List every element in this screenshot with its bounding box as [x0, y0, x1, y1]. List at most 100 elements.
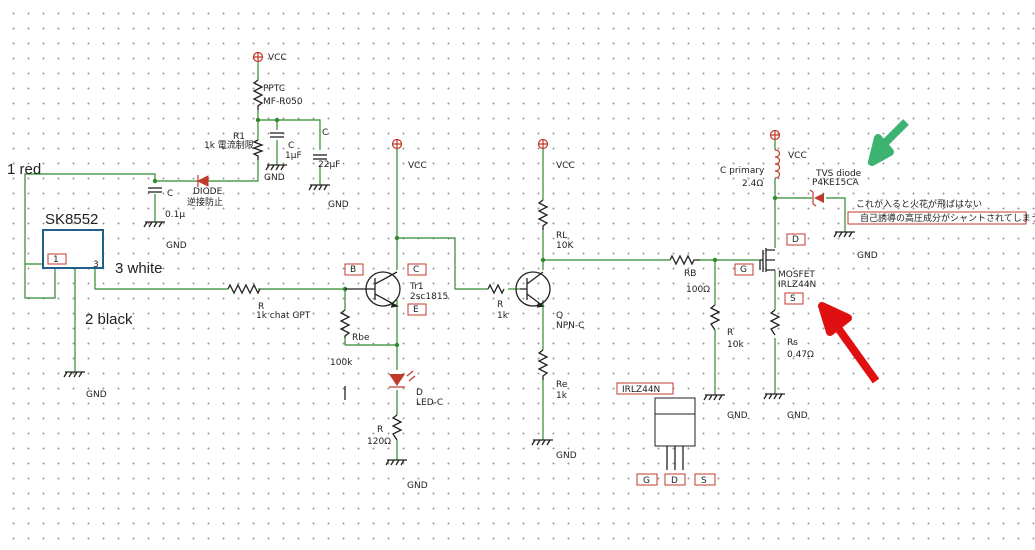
re-resistor: [537, 349, 549, 380]
sk8552-label: SK8552: [45, 211, 98, 228]
coil-label: C primary: [720, 166, 765, 176]
junction-dot: [394, 342, 400, 348]
diode-reverse-protection: [196, 175, 209, 187]
wire-black-label: 2 black: [85, 311, 133, 328]
package-label: IRLZ44N: [622, 385, 660, 395]
note-box: [847, 211, 1027, 225]
vcc-symbols: [252, 51, 781, 150]
pin-c-box: [407, 263, 427, 276]
wire-red-label: 1 red: [7, 161, 41, 178]
tvs-label: TVS diode: [815, 169, 862, 179]
pptc-part-label: MF-R050: [263, 97, 303, 107]
mosfet-irlz44n: [759, 248, 775, 272]
rl-resistor: [537, 199, 549, 230]
junction-dot: [772, 195, 778, 201]
re-label: Re: [556, 380, 568, 390]
tr1-label: Tr1: [409, 282, 424, 292]
labels: VCC PPTC MF-R050 R1 1k 電流制限 C 1μF C 22μF…: [7, 53, 1035, 491]
pin-s-label: S: [790, 294, 796, 304]
vcc-symbol: [391, 138, 403, 150]
q-part: NPN-C: [556, 321, 584, 331]
r1-value: 1k 電流制限: [204, 139, 254, 151]
pin-d-box: [786, 233, 806, 246]
package-pin-d: D: [671, 476, 678, 486]
vcc-label: VCC: [788, 151, 807, 161]
transistor-tr1: [345, 271, 401, 308]
gnd-label: GND: [556, 451, 577, 461]
vcc-symbol: [769, 129, 781, 141]
diode-note: 逆接防止: [187, 196, 223, 208]
r-input-value: 1k chat GPT: [256, 311, 311, 321]
mosfet-label: MOSFET: [778, 270, 815, 280]
pin-g-box: [734, 263, 754, 276]
pptc-label: PPTC: [263, 84, 285, 94]
gnd-label: GND: [264, 173, 285, 183]
rs-value: 0.47Ω: [787, 350, 814, 360]
rb-label: RB: [684, 269, 696, 279]
c2-value: 22μF: [318, 160, 340, 170]
led-resistor: [391, 414, 403, 441]
diode-label: DIODE: [193, 187, 223, 197]
rl-label: RL: [556, 231, 567, 241]
pin-d-label: D: [792, 235, 799, 245]
vcc-label: VCC: [556, 161, 575, 171]
junction-dot: [540, 257, 546, 263]
pin-s-box: [784, 292, 804, 305]
junction-dot: [712, 257, 718, 263]
r10k-label: R: [727, 328, 733, 338]
vcc-symbol: [537, 138, 549, 150]
c2-label: C: [322, 128, 328, 138]
pin-c-label: C: [413, 265, 419, 275]
rs-label: Rs: [787, 338, 798, 348]
r10k-value: 10k: [727, 340, 744, 350]
gnd-label: GND: [787, 411, 808, 421]
c1-value: 1μF: [285, 151, 302, 161]
ignition-coil-primary: [774, 149, 781, 179]
junctions: [152, 117, 778, 348]
rbe-label: Rbe: [352, 333, 370, 343]
c3-value: 0.1μ: [165, 210, 185, 220]
rb-value: 100Ω: [686, 285, 710, 295]
r1-label: R1: [233, 132, 245, 142]
junction-dot: [274, 117, 280, 123]
input-resistor: [227, 283, 261, 295]
r-q-value: 1k: [497, 311, 509, 321]
gnd-label: GND: [86, 390, 107, 400]
c1-label: C: [288, 141, 294, 151]
gnd-symbols: [63, 164, 855, 466]
vcc-label: VCC: [268, 53, 287, 63]
rs-resistor: [769, 309, 781, 336]
capacitor-0-1u: [148, 187, 162, 193]
c3-label: C: [167, 189, 173, 199]
led: [389, 370, 416, 388]
irlz44n-package: [616, 382, 716, 486]
led-label: D: [416, 388, 423, 398]
tr1-part: 2sc1815: [410, 292, 448, 302]
pptc-resistor: [252, 79, 264, 110]
rb-resistor: [669, 254, 700, 266]
rbe-value: 100k: [330, 358, 353, 368]
vcc-symbol: [252, 51, 264, 80]
green-arrow: [868, 119, 909, 166]
r1-resistor: [252, 139, 264, 160]
junction-dot: [394, 235, 400, 241]
pin-g-label: G: [740, 265, 747, 275]
vcc-label: VCC: [408, 161, 427, 171]
pin-1-label: 1: [53, 255, 59, 265]
re-value: 1k: [556, 391, 568, 401]
pin-b-box: [344, 263, 364, 276]
q-base-resistor: [487, 283, 505, 295]
note-line-1: これが入ると火花が飛ばはない: [856, 198, 982, 210]
pin-e-label: E: [413, 305, 419, 315]
gnd-label: GND: [166, 241, 187, 251]
mosfet-part: IRLZ44N: [778, 280, 816, 290]
r-led-label: R: [377, 425, 383, 435]
transistor-q: [515, 271, 551, 308]
r-input-label: R: [258, 302, 264, 312]
r-q-label: R: [497, 300, 503, 310]
capacitor-1uf: [270, 132, 284, 138]
gnd-label: GND: [727, 411, 748, 421]
red-arrow: [818, 302, 880, 384]
